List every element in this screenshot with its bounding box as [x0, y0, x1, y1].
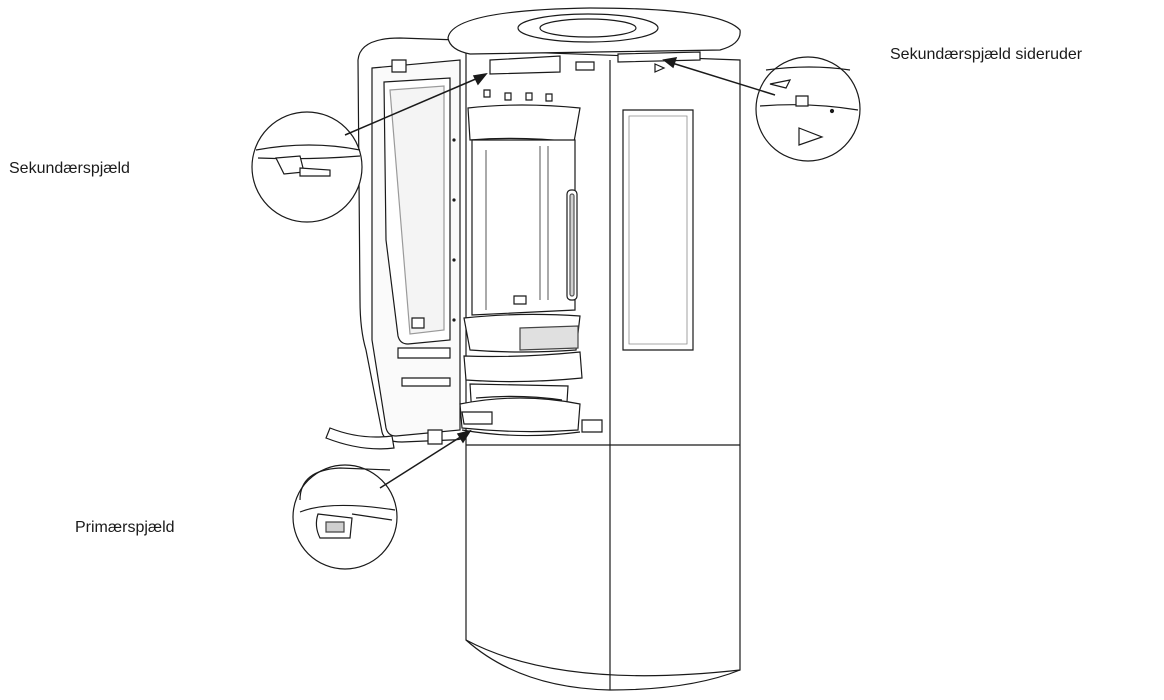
open-door [326, 38, 472, 449]
firebox [460, 105, 602, 436]
top-lid [448, 8, 740, 74]
label-primaerspjaeld: Primærspjæld [75, 519, 175, 536]
label-sekundaerspjaeld-sideruder: Sekundærspjæld sideruder [890, 46, 1083, 63]
vent-holes [484, 90, 552, 101]
arrow-sekundaer [345, 74, 486, 135]
callout-circle-right [756, 57, 860, 161]
arrow-primaer [380, 431, 470, 488]
arrow-side [664, 58, 775, 95]
callout-circle-top [252, 112, 362, 222]
label-sekundaerspjaeld: Sekundærspjæld [9, 160, 130, 177]
callout-circle-bottom [293, 465, 397, 569]
